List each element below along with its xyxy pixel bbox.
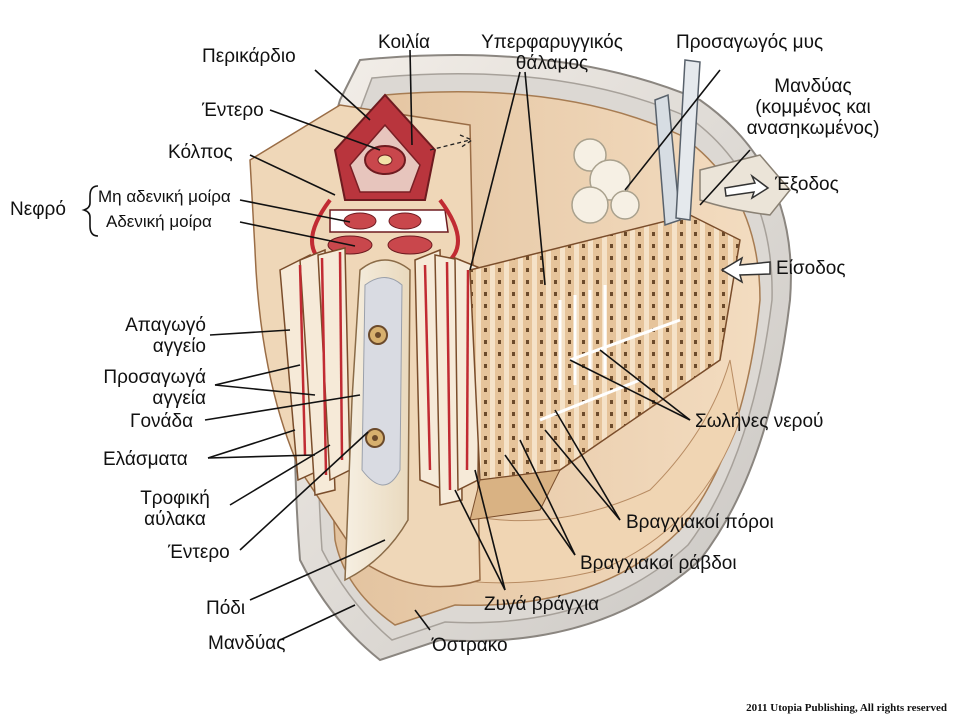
- label-gonad: Γονάδα: [130, 411, 194, 432]
- label-suprabranchial-line2: θάλαμος: [515, 53, 589, 74]
- label-mantle-cut-line2: (κομμένος και: [755, 97, 871, 118]
- label-ostia: Βραγχιακοί πόροι: [626, 512, 774, 533]
- label-mantle-cut-line1: Μανδύας: [774, 76, 852, 97]
- label-exit: Έξοδος: [775, 174, 839, 195]
- label-entry: Είσοδος: [776, 258, 846, 279]
- label-mantle-cut: Μανδύας (κομμένος και ανασηκωμένος): [718, 76, 908, 139]
- label-gill-bars: Βραγχιακοί ράβδοι: [580, 553, 737, 574]
- label-intestine-bottom: Έντερο: [168, 542, 230, 563]
- label-suprabranchial-line1: Υπερφαρυγγικός: [481, 32, 623, 53]
- label-kidney-glandular: Αδενική μοίρα: [106, 212, 212, 231]
- label-water-tubes: Σωλήνες νερού: [695, 411, 824, 432]
- label-pericardium: Περικάρδιο: [202, 46, 296, 67]
- exit-arrow: [724, 173, 770, 200]
- label-foot: Πόδι: [206, 598, 246, 619]
- label-kidney-nonglandular: Μη αδενική μοίρα: [98, 187, 231, 206]
- label-ventricle: Κοιλία: [378, 32, 430, 53]
- label-afferent-line1: Προσαγωγά: [103, 367, 206, 388]
- entry-arrow: [720, 256, 771, 284]
- label-shell: Όστρακο: [432, 635, 508, 656]
- label-efferent-line2: αγγείο: [152, 336, 206, 357]
- label-adductor: Προσαγωγός μυς: [676, 32, 824, 53]
- label-mantle-cut-line3: ανασηκωμένος): [746, 118, 880, 139]
- label-paired-gills: Ζυγά βράγχια: [484, 594, 600, 615]
- forceps: [654, 93, 681, 227]
- label-atrium: Κόλπος: [168, 142, 233, 163]
- adductor-muscle: [571, 138, 640, 224]
- copyright-notice: 2011 Utopia Publishing, All rights reser…: [746, 702, 947, 714]
- label-food-groove: Τροφική αύλακα: [112, 488, 238, 530]
- label-suprabranchial: Υπερφαρυγγικός θάλαμος: [468, 32, 636, 74]
- label-lamellae: Ελάσματα: [103, 449, 188, 470]
- label-food-groove-line2: αύλακα: [144, 509, 206, 530]
- label-food-groove-line1: Τροφική: [140, 488, 210, 509]
- label-mantle: Μανδύας: [208, 633, 286, 654]
- label-afferent-line2: αγγεία: [152, 388, 206, 409]
- label-intestine-top: Έντερο: [202, 100, 264, 121]
- label-efferent: Απαγωγό αγγείο: [88, 315, 206, 357]
- label-kidney: Νεφρό: [10, 199, 66, 220]
- label-afferent: Προσαγωγά αγγεία: [70, 367, 206, 409]
- label-efferent-line1: Απαγωγό: [125, 315, 206, 336]
- leader-lines: [204, 49, 751, 641]
- kidney-brace: [81, 185, 99, 237]
